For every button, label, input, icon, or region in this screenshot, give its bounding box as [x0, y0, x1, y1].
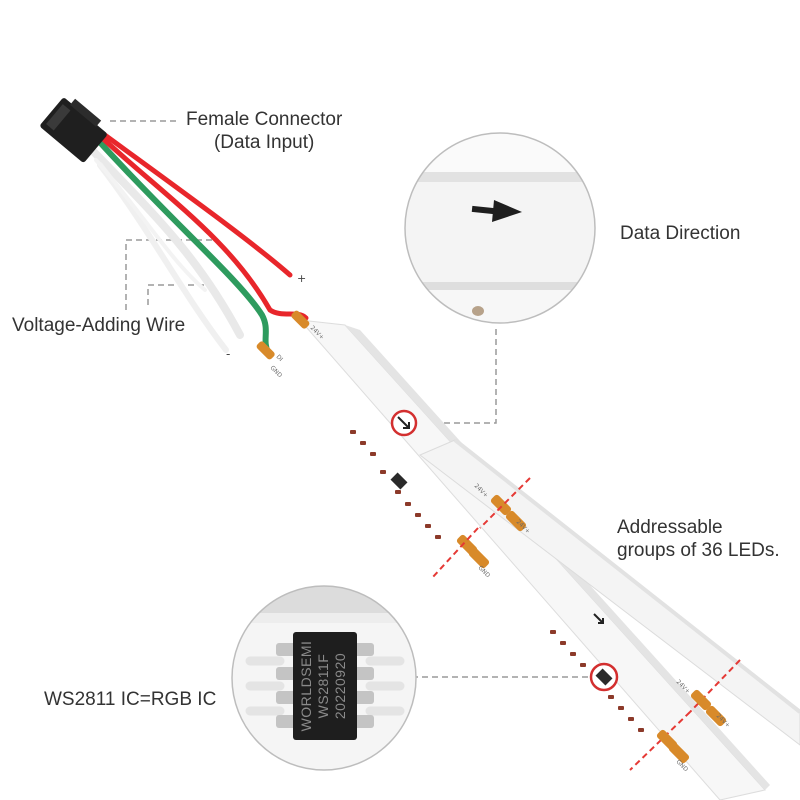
led-group-1 — [350, 430, 441, 539]
wire-bundle — [88, 127, 309, 355]
direction-highlight — [390, 409, 418, 437]
ic-chip-small — [390, 472, 408, 490]
label-addressable-line2: groups of 36 LEDs. — [617, 540, 780, 561]
label-data-direction: Data Direction — [620, 223, 741, 244]
cut-line — [629, 711, 691, 771]
label-addressable-groups: Addressable groups of 36 LEDs. — [617, 516, 780, 562]
pad — [505, 510, 527, 532]
leader-voltage-wire-b — [147, 284, 212, 305]
label-addressable-line1: Addressable — [617, 517, 723, 538]
pcb-label-gnd: GND — [477, 564, 492, 579]
wire-white-1 — [88, 146, 244, 339]
pad — [256, 341, 275, 360]
leader-voltage-wire-a — [125, 239, 212, 310]
pad — [668, 742, 690, 764]
label-female-connector: Female Connector (Data Input) — [186, 108, 342, 154]
pad — [468, 547, 490, 569]
chip-text-model: WS2811F — [315, 654, 331, 719]
pad — [690, 689, 712, 711]
pcb-label-di: DI — [275, 353, 285, 363]
chip-text-date: 20220920 — [332, 653, 348, 719]
female-connector-icon — [40, 98, 107, 163]
pcb-label-gnd: GND — [269, 364, 284, 379]
wire-mark-minus: - — [226, 347, 230, 361]
magnifier-data-direction — [404, 132, 596, 324]
wire-red-1 — [95, 127, 293, 278]
arrow-down-right-icon — [593, 613, 604, 624]
led-group-2 — [550, 630, 644, 732]
wire-white-3 — [94, 158, 207, 292]
label-ws2811: WS2811 IC=RGB IC — [44, 689, 217, 710]
ic-highlight — [589, 662, 619, 692]
wire-red-2 — [97, 133, 309, 321]
label-voltage-adding-wire: Voltage-Adding Wire — [12, 315, 186, 336]
chip-text-brand: WORLDSEMI — [298, 641, 314, 732]
magnifier-ws2811: WORLDSEMI WS2811F 20220920 — [231, 585, 417, 771]
wire-green — [93, 135, 271, 355]
pad — [291, 310, 310, 329]
arrow-down-right-icon — [397, 416, 410, 429]
arrow-right-icon — [471, 200, 522, 222]
label-female-connector-line2: (Data Input) — [213, 132, 315, 153]
pad — [705, 705, 727, 727]
cut-line — [431, 527, 479, 579]
cut-line — [479, 477, 531, 529]
label-female-connector-line1: Female Connector — [186, 109, 343, 130]
pad — [490, 494, 512, 516]
ws2811-chip — [293, 632, 357, 740]
wire-mark-plus: + — [297, 272, 306, 285]
